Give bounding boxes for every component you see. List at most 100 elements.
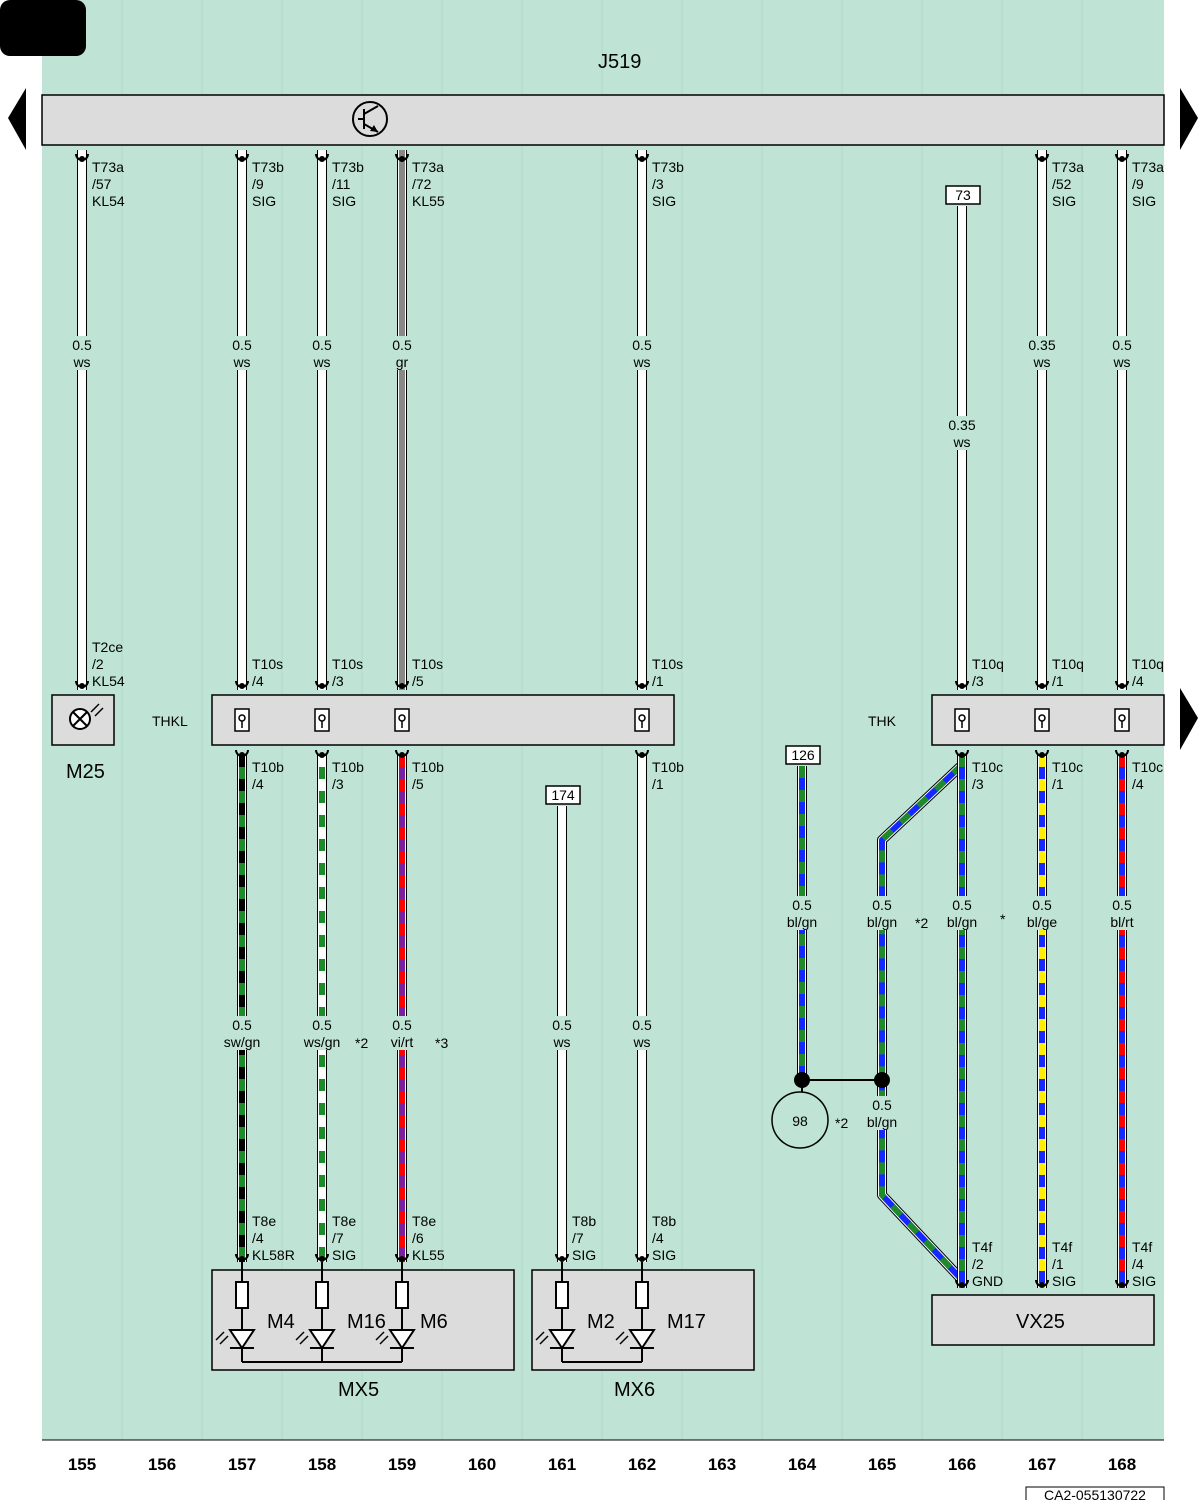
page-tab: [0, 0, 86, 56]
document-code: CA2-055130722: [1044, 1487, 1146, 1500]
wire-label-gap: [856, 896, 908, 930]
terminal-pin: [75, 153, 89, 162]
column-number: 166: [948, 1455, 976, 1474]
footnote-98: *2: [835, 1115, 848, 1131]
terminal-pin: [1035, 1279, 1049, 1288]
ref-73-label: 73: [955, 187, 971, 203]
splice-dot: [874, 1072, 890, 1088]
ground-point-98-label: 98: [792, 1113, 808, 1129]
led-icon: [535, 1262, 576, 1362]
column-number: 155: [68, 1455, 96, 1474]
terminal-pin: [555, 1253, 569, 1262]
pin-label-c159_b: T10b/5: [412, 759, 444, 792]
terminal-pin: [635, 153, 649, 162]
pin-label-c162_thkl: T10s/1: [652, 656, 683, 689]
wires: [56, 150, 1148, 1288]
footnote-158: *2: [355, 1035, 368, 1051]
connector-thkl-label: THKL: [152, 713, 188, 729]
column-number: 162: [628, 1455, 656, 1474]
terminal-pin: [1115, 153, 1129, 162]
led-m16-label: M16: [347, 1311, 386, 1333]
wire-label-gap: [216, 336, 268, 370]
terminal-pin: [235, 680, 249, 689]
document-code-box: [1025, 1486, 1165, 1500]
pin-label-c157_b: T10b/4: [252, 759, 284, 792]
column-number: 165: [868, 1455, 896, 1474]
pin-label-c168_thk: T10q/4: [1132, 656, 1164, 689]
pin-label-c158_b: T10b/3: [332, 759, 364, 792]
wire-label-gap: [376, 1016, 428, 1050]
column-number: 168: [1108, 1455, 1136, 1474]
led-m4-label: M4: [267, 1311, 295, 1333]
ref-126-label: 126: [791, 747, 815, 763]
wire-label-gap: [376, 336, 428, 370]
terminal-pin: [955, 680, 969, 689]
nav-left-arrow-icon[interactable]: [8, 88, 26, 150]
led-symbols: [215, 1262, 656, 1362]
ref-174-label: 174: [551, 787, 575, 803]
terminal-pin: [315, 1253, 329, 1262]
wire-label-gap: [936, 896, 988, 930]
wire-label-gap: [56, 336, 108, 370]
pin-label-c168_c: T10c/4: [1132, 759, 1163, 792]
connector-pin-icon: [394, 708, 410, 732]
terminal-pin: [315, 153, 329, 162]
led-icon: [295, 1262, 336, 1362]
ref-box-73: [945, 185, 981, 205]
connector-pin-icon: [954, 708, 970, 732]
column-number: 167: [1028, 1455, 1056, 1474]
module-mx5: [211, 1269, 515, 1371]
led-m17-label: M17: [667, 1311, 706, 1333]
wire-lower-165: [877, 761, 966, 1284]
connector-thk-label: THK: [868, 713, 897, 729]
column-number: 164: [788, 1455, 817, 1474]
wire-label-gap: [1016, 336, 1068, 370]
column-number: 157: [228, 1455, 256, 1474]
wire-label-gap: [296, 1016, 348, 1050]
wire-label-gap: [616, 336, 668, 370]
terminal-pin: [1035, 153, 1049, 162]
connector-pin-icon: [1034, 708, 1050, 732]
module-mx6-label: MX6: [614, 1379, 655, 1401]
terminal-pin: [955, 1279, 969, 1288]
footnote-166: *: [1000, 911, 1006, 927]
terminal-pin: [75, 680, 89, 689]
terminal-pin: [1035, 680, 1049, 689]
terminal-pin: [635, 749, 649, 758]
continue-right-arrow-icon[interactable]: [1180, 688, 1198, 750]
led-m2-label: M2: [587, 1311, 615, 1333]
terminal-pin: [315, 680, 329, 689]
wire-label-gap: [1016, 896, 1068, 930]
nav-right-arrow-icon[interactable]: [1180, 88, 1198, 150]
terminal-pin: [315, 749, 329, 758]
module-mx5-label: MX5: [338, 1379, 379, 1401]
pin-label-c166_c: T10c/3: [972, 759, 1003, 792]
terminal-pin: [1115, 1279, 1129, 1288]
footnote-165: *2: [915, 915, 928, 931]
module-j519-label: J519: [598, 51, 641, 73]
terminal-pin: [635, 1253, 649, 1262]
terminal-pin: [1035, 749, 1049, 758]
